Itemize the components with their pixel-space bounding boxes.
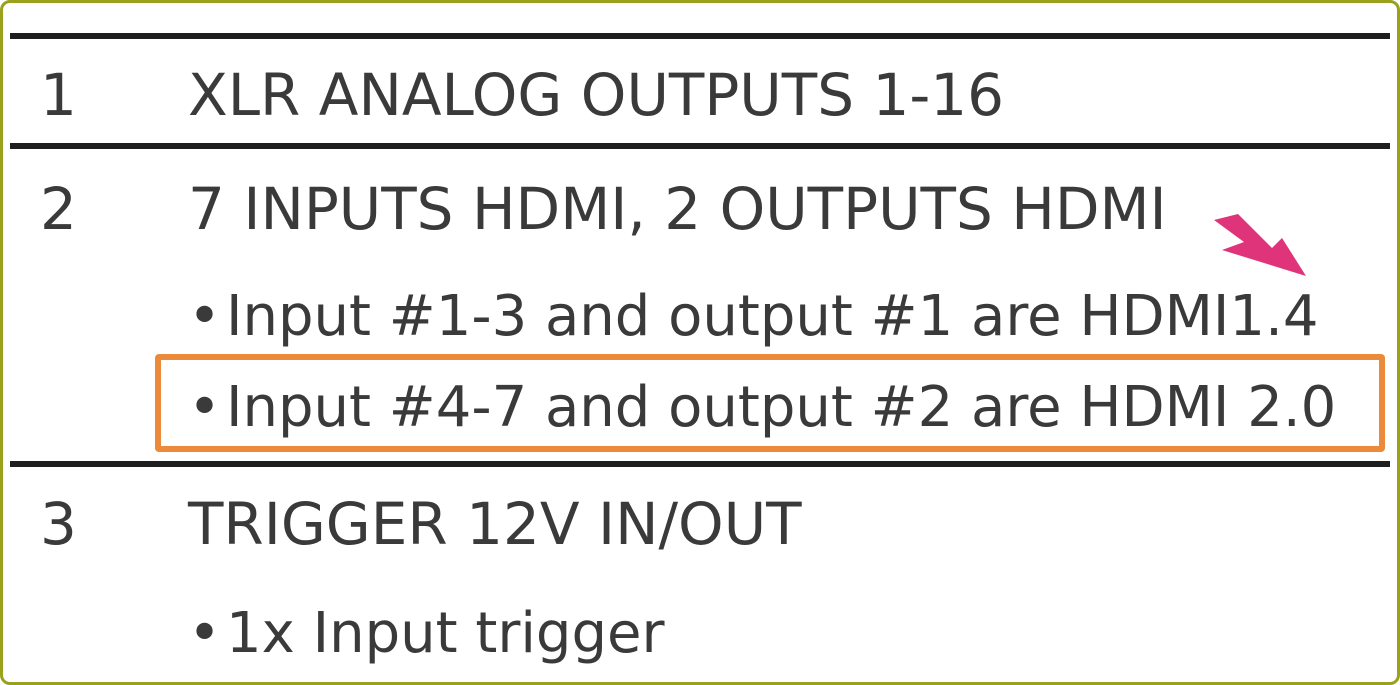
row-number: 1 — [40, 61, 77, 129]
highlight-box — [155, 354, 1385, 452]
table-top-rule — [10, 33, 1390, 39]
bullet-dot: • — [188, 375, 222, 440]
row-number: 3 — [40, 490, 77, 558]
bullet-text: Input #4-7 and output #2 are HDMI 2.0 — [226, 375, 1337, 440]
row-title: XLR ANALOG OUTPUTS 1-16 — [188, 61, 1005, 129]
bullet-text: Input #1-3 and output #1 are HDMI1.4 — [226, 284, 1319, 349]
row-title: 7 INPUTS HDMI, 2 OUTPUTS HDMI — [188, 175, 1167, 243]
bullet-dot: • — [188, 601, 222, 666]
pointer-arrow-icon — [1214, 214, 1306, 276]
table-divider-2 — [10, 461, 1390, 467]
bullet-text: 1x Input trigger — [226, 601, 665, 666]
bullet-item: •Input #1-3 and output #1 are HDMI1.4 — [188, 289, 1319, 345]
table-divider-1 — [10, 143, 1390, 149]
row-number: 2 — [40, 175, 77, 243]
bullet-item-highlighted: •Input #4-7 and output #2 are HDMI 2.0 — [188, 380, 1336, 436]
bullet-dot: • — [188, 284, 222, 349]
row-title: TRIGGER 12V IN/OUT — [188, 490, 802, 558]
bullet-item: •1x Input trigger — [188, 606, 664, 662]
